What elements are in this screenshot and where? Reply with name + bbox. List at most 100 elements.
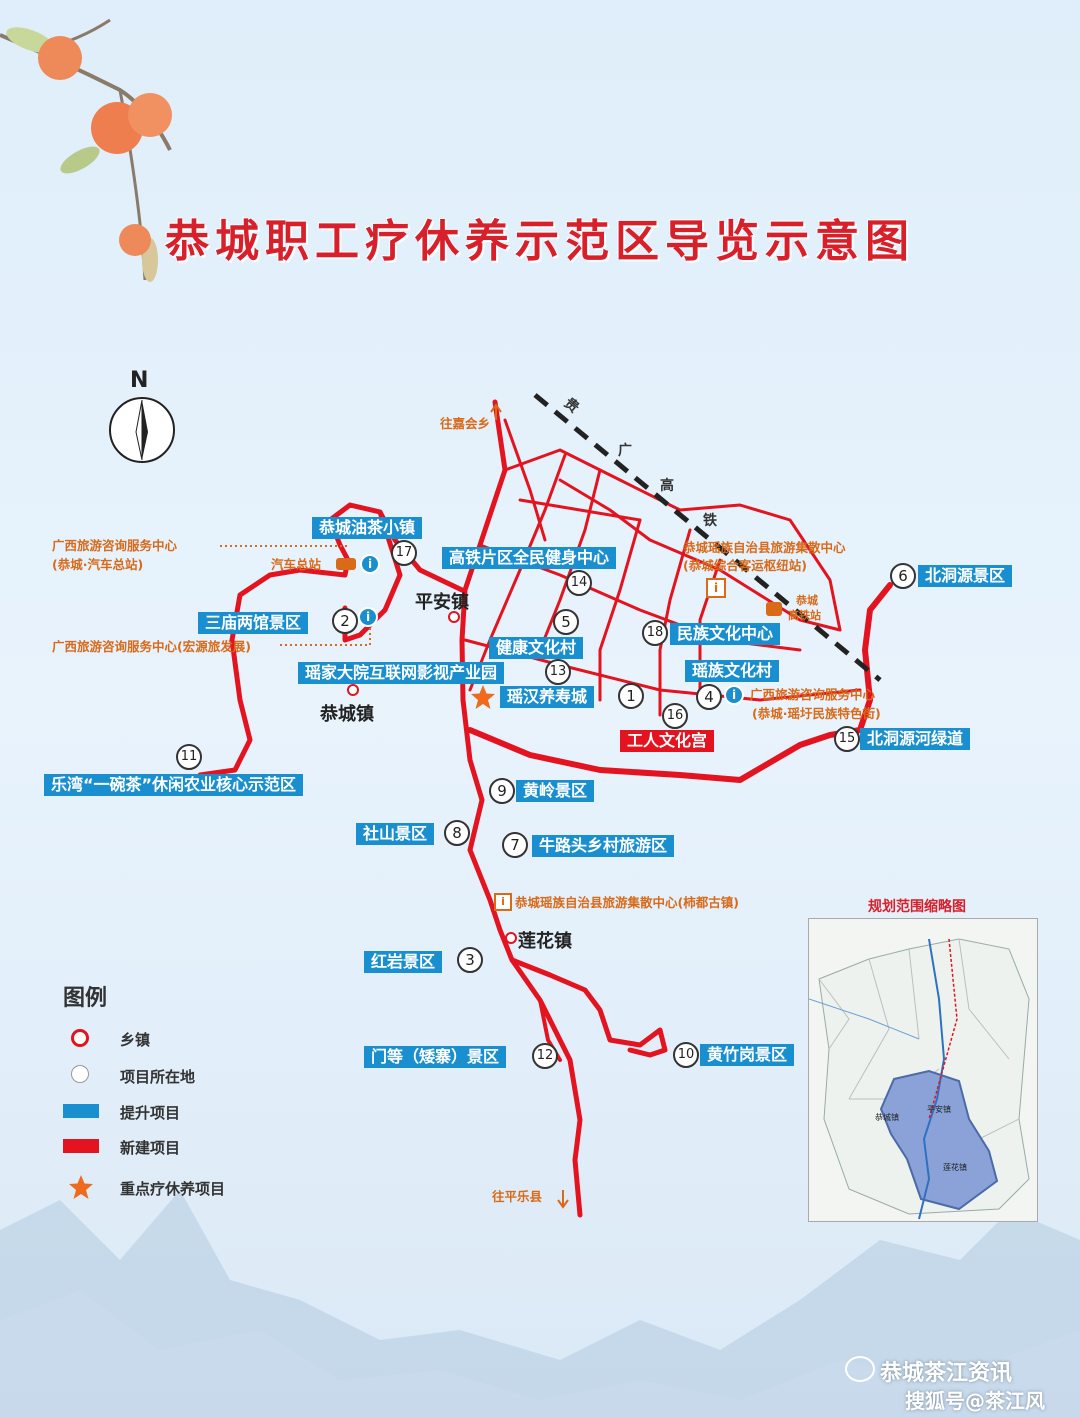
project-label-17: 恭城油茶小镇 xyxy=(312,517,423,539)
project-label-18: 民族文化中心 xyxy=(670,623,781,645)
legend-blue-bar xyxy=(63,1104,99,1118)
inset-map: 平安镇 恭城镇 莲花镇 xyxy=(808,918,1038,1222)
inset-title: 规划范围缩略图 xyxy=(868,899,966,915)
service-center-text: 广西旅游咨询服务中心 xyxy=(52,538,178,553)
project-number-5: 5 xyxy=(553,609,579,635)
train-icon xyxy=(766,602,782,616)
project-label-2: 三庙两馆景区 xyxy=(198,612,309,634)
north-dongyuan-greenway xyxy=(467,582,893,783)
hsr-station-text: 高铁站 xyxy=(788,609,821,622)
project-label-13: 瑶家大院互联网影视产业园 xyxy=(298,662,505,684)
info-icon: i xyxy=(360,554,380,574)
legend-label: 项目所在地 xyxy=(120,1068,196,1086)
project-label-1: 瑶汉养寿城 xyxy=(500,686,595,708)
project-label-7: 牛路头乡村旅游区 xyxy=(532,835,675,857)
inset-town-pingan: 平安镇 xyxy=(927,1105,951,1114)
service-center-text: (恭城·瑶圩民族特色街) xyxy=(752,706,881,721)
legend-project-symbol xyxy=(71,1065,89,1083)
town-marker xyxy=(448,611,460,623)
service-center-text: (恭城·汽车总站) xyxy=(52,557,144,572)
bus-station-text: 汽车总站 xyxy=(271,557,322,572)
project-label-11: 乐湾“一碗茶”休闲农业核心示范区 xyxy=(44,774,304,796)
railway-char: 高 xyxy=(660,478,674,494)
project-number-10: 10 xyxy=(673,1042,699,1068)
legend-title: 图例 xyxy=(63,986,108,1011)
mountain-silhouette-front xyxy=(0,1290,1080,1418)
project-label-8: 社山景区 xyxy=(356,823,435,845)
inset-town-gongcheng: 恭城镇 xyxy=(875,1113,899,1122)
compass-letter: N xyxy=(130,368,149,393)
service-center-text: 恭城瑶族自治县旅游集散中心 xyxy=(683,540,846,555)
wechat-icon xyxy=(845,1356,875,1382)
project-label-6: 北洞源景区 xyxy=(918,565,1013,587)
project-label-14: 高铁片区全民健身中心 xyxy=(442,547,617,569)
railway-char: 广 xyxy=(618,443,632,459)
legend-town-symbol xyxy=(71,1029,89,1047)
direction-north: 往嘉会乡 xyxy=(440,416,491,431)
legend-label: 乡镇 xyxy=(120,1031,151,1049)
compass: N xyxy=(108,368,176,468)
service-center-text: (恭城综合客运枢纽站) xyxy=(683,558,807,573)
service-center-text: 广西旅游咨询服务中心 xyxy=(750,687,876,702)
persimmon-branch xyxy=(0,18,172,282)
project-label-5: 健康文化村 xyxy=(489,637,584,659)
project-number-2: 2 xyxy=(332,608,358,634)
bus-icon xyxy=(336,558,356,570)
project-number-1: 1 xyxy=(618,683,644,709)
map-title: 恭城职工疗休养示范区导览示意图 xyxy=(165,216,915,267)
south-arrow-direction-icon xyxy=(557,1190,569,1209)
watermark-line-2: 搜狐号@茶江风 xyxy=(905,1389,1045,1413)
project-label-12: 门等（矮寨）景区 xyxy=(364,1046,507,1068)
legend-red-bar xyxy=(63,1139,99,1153)
project-number-15: 15 xyxy=(834,726,860,752)
direction-south: 往平乐县 xyxy=(492,1189,543,1204)
project-number-17: 17 xyxy=(391,540,417,566)
project-number-11: 11 xyxy=(176,744,202,770)
town-lianhua: 莲花镇 xyxy=(518,931,572,952)
inset-town-lianhua: 莲花镇 xyxy=(943,1163,967,1172)
project-number-13: 13 xyxy=(545,659,571,685)
town-gongcheng: 恭城镇 xyxy=(320,704,374,725)
project-label-10: 黄竹岗景区 xyxy=(700,1044,795,1066)
project-label-4: 瑶族文化村 xyxy=(685,660,780,682)
project-number-12: 12 xyxy=(532,1043,558,1069)
project-number-3: 3 xyxy=(457,947,483,973)
leader-line xyxy=(280,625,371,646)
project-number-14: 14 xyxy=(566,570,592,596)
service-center-text: 恭城瑶族自治县旅游集散中心(柿都古镇) xyxy=(515,895,739,910)
project-number-7: 7 xyxy=(502,832,528,858)
legend-label: 提升项目 xyxy=(120,1104,181,1122)
north-arrow-direction-icon xyxy=(490,403,502,420)
project-number-6: 6 xyxy=(890,563,916,589)
info-board-icon: i xyxy=(494,893,512,911)
inset-map-drawing xyxy=(808,938,1030,1220)
town-marker xyxy=(347,684,359,696)
project-label-9: 黄岭景区 xyxy=(516,780,595,802)
project-label-16: 工人文化宫 xyxy=(620,730,715,752)
huangzhugang-road xyxy=(509,957,668,1058)
railway-char: 铁 xyxy=(703,513,717,529)
legend-star-icon xyxy=(69,1175,93,1199)
railway-line xyxy=(533,393,882,682)
info-icon: i xyxy=(358,607,378,627)
project-number-9: 9 xyxy=(489,778,515,804)
info-board-icon: i xyxy=(706,578,726,598)
info-icon: i xyxy=(724,685,744,705)
project-number-8: 8 xyxy=(444,820,470,846)
project-number-18: 18 xyxy=(642,620,668,646)
inset-planning-area xyxy=(879,1069,999,1211)
service-center-text: 广西旅游咨询服务中心(宏源旅发展) xyxy=(52,639,251,654)
project-label-3: 红岩景区 xyxy=(364,951,443,973)
main-road xyxy=(459,399,583,1218)
project-number-16: 16 xyxy=(662,703,688,729)
town-pingan: 平安镇 xyxy=(415,592,469,613)
watermark-line-1: 恭城茶江资讯 xyxy=(880,1361,1013,1386)
hsr-station-text: 恭城 xyxy=(796,594,818,607)
project-number-4: 4 xyxy=(696,684,722,710)
key-project-star-icon xyxy=(471,685,495,709)
project-label-15: 北洞源河绿道 xyxy=(860,728,971,750)
north-arrow-icon xyxy=(109,397,175,463)
legend-label: 重点疗休养项目 xyxy=(120,1180,226,1198)
legend-label: 新建项目 xyxy=(120,1139,181,1157)
